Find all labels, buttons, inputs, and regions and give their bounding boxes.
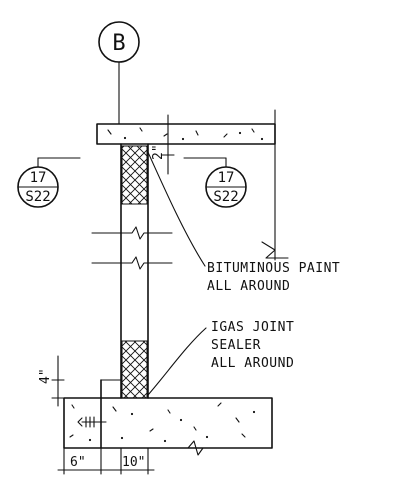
note-gas-line-2: SEALER (211, 338, 261, 353)
note-bituminous-paint: BITUMINOUS PAINT ALL AROUND (207, 261, 340, 294)
callout-left-top: 17 (30, 170, 47, 186)
note-bituminous-line-1: BITUMINOUS PAINT (207, 261, 340, 276)
leader-bituminous (146, 149, 206, 267)
bottom-slab (63, 379, 273, 456)
grid-bubble-label: B (112, 31, 125, 56)
dimension-top-gap: 2" (151, 114, 175, 175)
section-callout-left: 17 S22 (17, 157, 81, 208)
dimension-top-gap-label: 2" (151, 144, 166, 160)
right-break-symbol (261, 241, 289, 259)
callout-right-top: 17 (218, 170, 235, 186)
dimension-left-height-label: 4" (38, 368, 53, 384)
callout-right-bottom: S22 (213, 189, 238, 205)
wall-column (120, 143, 149, 399)
break-lines (91, 226, 173, 270)
top-slab (96, 109, 276, 261)
note-bituminous-line-2: ALL AROUND (207, 279, 290, 294)
grid-bubble: B (98, 21, 140, 125)
note-gas-line-1: IGAS JOINT (211, 320, 294, 335)
dimension-bottom: 6" 10" (57, 447, 155, 475)
dimension-bottom-left-label: 6" (70, 455, 86, 470)
section-callout-right: 17 S22 (183, 157, 247, 208)
dimension-bottom-wall-label: 10" (122, 455, 145, 470)
leader-gas-joint (147, 327, 207, 396)
callout-left-bottom: S22 (25, 189, 50, 205)
note-gas-line-3: ALL AROUND (211, 356, 294, 371)
note-gas-joint-sealer: IGAS JOINT SEALER ALL AROUND (211, 320, 294, 371)
